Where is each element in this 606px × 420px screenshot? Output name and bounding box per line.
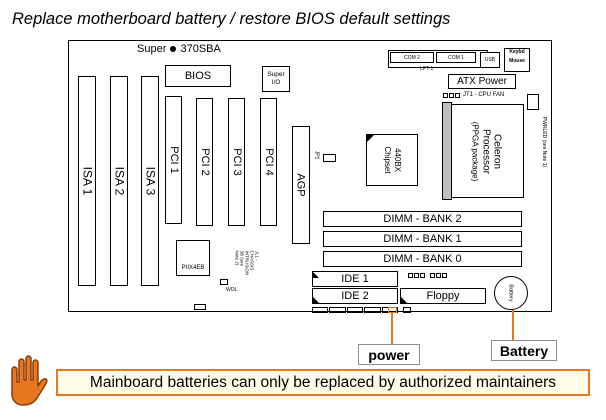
cpu-label-line2: Processor <box>480 128 492 174</box>
board-model-name: 370SBA <box>180 43 221 55</box>
port-mouse: Mouse <box>509 58 525 64</box>
cpu-label: Celeron Processor (PPGA package) <box>458 112 514 190</box>
pci-slot-3: PCI 3 <box>228 98 245 226</box>
port-keybd: Keybd <box>509 49 525 55</box>
power-callout-line <box>391 313 393 344</box>
cmos-battery-label: Battery <box>508 284 514 302</box>
cpu-label-line3: (PPGA package) <box>470 121 480 181</box>
chassis-intrusion-note: JL1 - CHASSIS INTRUSION 3B (see Note 2) <box>233 250 261 276</box>
agp-slot: AGP <box>292 126 310 244</box>
wol-header <box>220 279 228 285</box>
cpu-fan-pins <box>443 92 460 98</box>
page-title: Replace motherboard battery / restore BI… <box>12 10 451 28</box>
keyboard-mouse-block: Keybd Mouse <box>504 48 530 72</box>
fp-pin-group <box>329 307 346 313</box>
fp-pin-group <box>346 307 364 313</box>
dimm-bank-2: DIMM - BANK 2 <box>323 211 522 227</box>
jp1-label-text: JP1 <box>313 150 319 160</box>
brand-dot-icon <box>170 46 177 53</box>
chassis-intrusion-note-text: JL1 - CHASSIS INTRUSION 3B (see Note 2) <box>234 250 260 275</box>
fp-pin-group <box>364 307 381 313</box>
jp1-label: JP1 <box>312 142 320 168</box>
port-usb: USB <box>480 52 500 68</box>
bios-chip: BIOS <box>165 65 231 87</box>
lpt-label: LPT 1 <box>420 66 434 72</box>
raised-hand-icon-svg <box>11 355 48 406</box>
cpu-retention-lever <box>442 102 452 200</box>
pwrled-note-text: PWRLED (see Note 1) <box>541 116 548 168</box>
northbridge-chipset: 440BX Chipset <box>366 134 418 186</box>
warning-banner: Mainboard batteries can only be replaced… <box>56 369 590 396</box>
ide2-connector: IDE 2 <box>312 288 398 304</box>
pci-slot-1: PCI 1 <box>165 96 182 224</box>
board-model: Super 370SBA <box>137 43 221 55</box>
chipset-pin1-marker <box>367 135 374 142</box>
fp-pin-group <box>312 307 329 313</box>
raised-hand-icon <box>2 352 50 408</box>
fan-header-b <box>430 273 447 278</box>
wol-label: WOL <box>226 287 238 293</box>
cpu-label-line1: Celeron <box>491 133 503 169</box>
cpu-fan-header: JT1 - CPU FAN <box>443 92 504 98</box>
agp-slot-label: AGP <box>295 173 308 197</box>
cpu-fan-label: JT1 - CPU FAN <box>463 92 505 98</box>
port-com1: COM 1 <box>436 52 476 63</box>
pci-slot-2: PCI 2 <box>196 98 213 226</box>
battery-callout-label: Battery <box>491 340 557 361</box>
ide1-pin1-marker <box>313 272 319 278</box>
battery-callout-line <box>512 310 514 340</box>
pwrled-note: PWRLED (see Note 1) <box>538 112 550 172</box>
isa-slot-1-label: ISA 1 <box>80 166 94 196</box>
isa-slot-3: ISA 3 <box>141 76 159 286</box>
ide2-pin1-marker <box>313 297 319 303</box>
super-io-chip: Super I/O <box>262 66 290 92</box>
floppy-pin1-marker <box>401 297 407 303</box>
dimm-bank-1: DIMM - BANK 1 <box>323 231 522 247</box>
pwrled-header <box>527 94 539 110</box>
isa-slot-1: ISA 1 <box>78 76 96 286</box>
isa-slot-2: ISA 2 <box>110 76 128 286</box>
pci-slot-1-label: PCI 1 <box>167 146 180 174</box>
ide1-connector: IDE 1 <box>312 271 398 287</box>
pci-slot-3-label: PCI 3 <box>230 148 243 176</box>
motherboard-diagram <box>68 40 552 312</box>
dimm-bank-0: DIMM - BANK 0 <box>323 251 522 267</box>
ir-header <box>194 304 206 310</box>
power-connector-highlight <box>388 307 397 313</box>
speaker-header <box>403 307 411 313</box>
isa-slot-3-label: ISA 3 <box>143 166 157 196</box>
port-com2: COM 2 <box>390 52 434 63</box>
front-panel-header <box>312 307 399 313</box>
isa-slot-2-label: ISA 2 <box>112 166 126 196</box>
fan-header-a <box>408 273 425 278</box>
cmos-battery: Battery <box>494 276 528 310</box>
pci-slot-4: PCI 4 <box>260 98 277 226</box>
pci-slot-2-label: PCI 2 <box>198 148 211 176</box>
power-callout-label: power <box>358 344 420 365</box>
piix4eb-chip: PIIX4EB <box>176 240 210 276</box>
floppy-connector: Floppy <box>400 288 486 304</box>
jp1-header <box>323 154 336 162</box>
pci-slot-4-label: PCI 4 <box>262 148 275 176</box>
cpu-label-text: Celeron Processor (PPGA package) <box>470 121 503 181</box>
chipset-label: 440BX Chipset <box>383 146 402 174</box>
atx-power-connector: ATX Power <box>448 74 516 89</box>
board-brand: Super <box>137 43 167 55</box>
